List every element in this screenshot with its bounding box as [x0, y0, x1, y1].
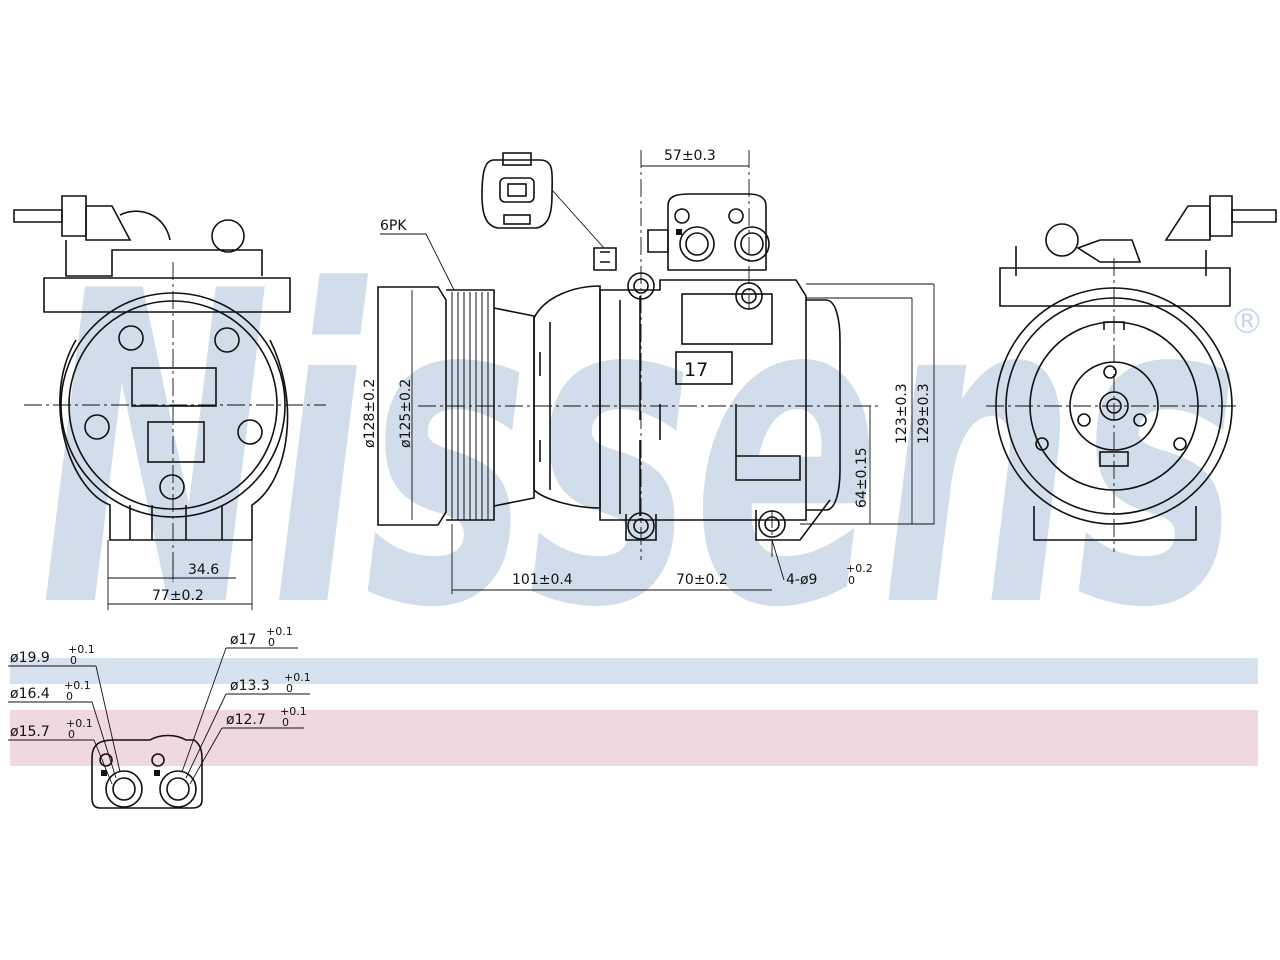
callout-13-3-tol-up: +0.1: [284, 671, 311, 684]
left-end-view: 34.6 77±0.2: [13, 195, 326, 610]
callout-15-7-tol-dn: 0: [68, 728, 75, 741]
callout-17-tol-up: +0.1: [266, 625, 293, 638]
dim-dia-125: ø125±0.2: [398, 379, 414, 448]
callout-16-4: ø16.4: [10, 686, 50, 702]
dim-34-6: 34.6: [188, 562, 219, 578]
pin-count-label: 17: [684, 359, 708, 381]
dim-64: 64±0.15: [854, 447, 870, 508]
callout-13-3: ø13.3: [230, 678, 270, 694]
dim-123: 123±0.3: [894, 383, 910, 444]
callout-17: ø17: [230, 632, 256, 648]
callout-15-7-tol-up: +0.1: [66, 717, 93, 730]
side-view: 17 6PK 57±0.3 ø128: [362, 148, 935, 594]
callout-12-7-tol-up: +0.1: [280, 705, 307, 718]
callout-16-4-tol-up: +0.1: [64, 679, 91, 692]
belt-label: 6PK: [380, 218, 407, 234]
dim-101: 101±0.4: [512, 572, 573, 588]
dim-129: 129±0.3: [916, 383, 932, 444]
callout-12-7: ø12.7: [226, 712, 266, 728]
callout-17-tol-dn: 0: [268, 636, 275, 649]
dim-dia-128: ø128±0.2: [362, 379, 378, 448]
callout-15-7: ø15.7: [10, 724, 50, 740]
dim-holes: 4-ø9: [786, 572, 817, 588]
right-end-view: [986, 195, 1277, 552]
pink-stripe: [10, 710, 1258, 766]
connector-detail: [481, 152, 617, 271]
callout-19-9-tol-dn: 0: [70, 654, 77, 667]
callout-19-9: ø19.9: [10, 650, 50, 666]
callout-12-7-tol-dn: 0: [282, 716, 289, 729]
registered-mark: ®: [1230, 302, 1264, 342]
dim-57: 57±0.3: [664, 148, 716, 164]
dim-holes-tol-dn: 0: [848, 574, 855, 587]
callout-16-4-tol-dn: 0: [66, 690, 73, 703]
dim-holes-tol-up: +0.2: [846, 562, 873, 575]
callout-13-3-tol-dn: 0: [286, 682, 293, 695]
callout-19-9-tol-up: +0.1: [68, 643, 95, 656]
port-detail: ø19.9 +0.1 0 ø16.4 +0.1 0 ø15.7 +0.1 0 ø…: [8, 625, 311, 809]
dim-70: 70±0.2: [676, 572, 728, 588]
dim-77: 77±0.2: [152, 588, 204, 604]
